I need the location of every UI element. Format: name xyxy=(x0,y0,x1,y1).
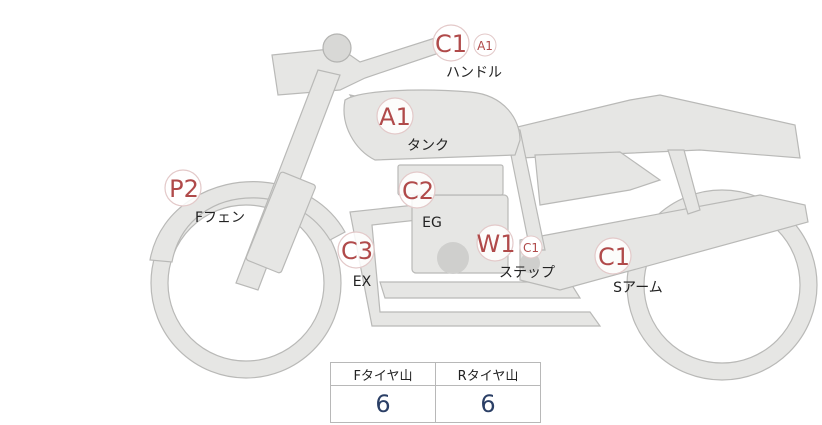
svg-text:Fフェン: Fフェン xyxy=(195,210,245,226)
annotation-exhaust: C3 EX xyxy=(337,231,375,290)
svg-text:A1: A1 xyxy=(379,103,411,131)
svg-text:W1: W1 xyxy=(477,230,516,258)
annotation-front-fender: P2 Fフェン xyxy=(164,169,245,226)
svg-text:C3: C3 xyxy=(341,237,373,265)
svg-text:ステップ: ステップ xyxy=(499,265,555,281)
annotation-step: W1 C1 ステップ xyxy=(476,224,555,281)
handlebar-shape xyxy=(271,37,443,96)
annotation-swingarm: C1 Sアーム xyxy=(594,237,663,296)
rear-tire-tread-header: Rタイヤ山 xyxy=(435,362,541,386)
svg-text:タンク: タンク xyxy=(407,138,449,154)
annotation-tank: A1 タンク xyxy=(376,97,449,154)
svg-text:EX: EX xyxy=(353,274,372,290)
rear-shock-shape xyxy=(667,149,701,215)
table-row: 6 6 xyxy=(330,385,541,423)
annotation-handle: C1 A1 ハンドル xyxy=(432,24,502,81)
tire-tread-table: Fタイヤ山 Rタイヤ山 6 6 xyxy=(330,362,541,423)
svg-text:P2: P2 xyxy=(169,175,199,203)
exhaust-lower-shape xyxy=(379,281,582,299)
side-cover-shape xyxy=(534,151,662,206)
svg-text:EG: EG xyxy=(422,215,442,231)
seat-shape xyxy=(504,94,801,159)
svg-text:C1: C1 xyxy=(598,243,630,271)
table-header-row: Fタイヤ山 Rタイヤ山 xyxy=(330,362,541,386)
svg-text:A1: A1 xyxy=(477,39,493,53)
rear-tire-tread-value: 6 xyxy=(435,385,541,423)
svg-text:C2: C2 xyxy=(402,177,434,205)
front-tire-tread-value: 6 xyxy=(330,385,436,423)
annotation-engine: C2 EG xyxy=(398,171,442,231)
svg-text:C1: C1 xyxy=(523,241,539,255)
front-tire-tread-header: Fタイヤ山 xyxy=(330,362,436,386)
svg-text:ハンドル: ハンドル xyxy=(446,65,502,81)
svg-text:Sアーム: Sアーム xyxy=(613,280,663,296)
svg-text:C1: C1 xyxy=(435,30,467,58)
swingarm-shape xyxy=(519,194,809,291)
